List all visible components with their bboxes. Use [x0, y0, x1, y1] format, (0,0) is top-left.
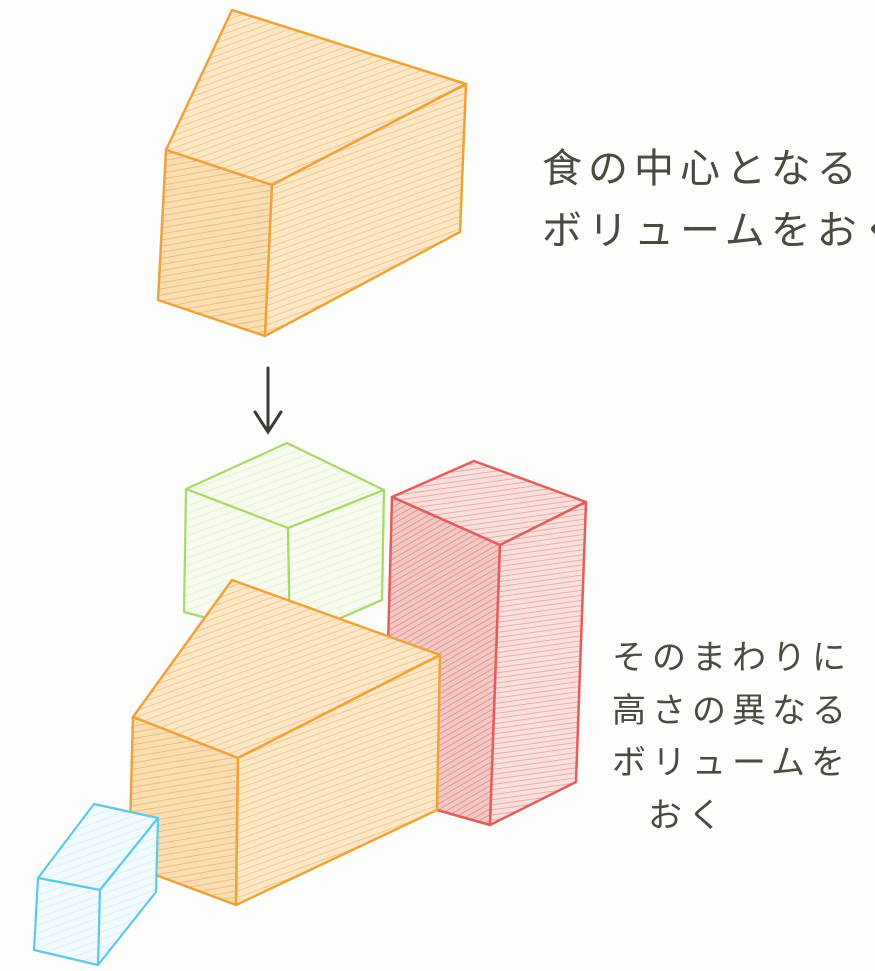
caption-bottom-line-4: おく [648, 796, 728, 837]
caption-bottom-line-3: ボリュームを [612, 743, 851, 784]
red-volume-right-face [488, 500, 588, 827]
red-volume [382, 459, 588, 827]
blue-volume-right-face [96, 816, 160, 967]
down-arrow-icon [253, 366, 283, 435]
central-volume-bottom-right-face [234, 653, 442, 907]
caption-bottom-line-2: 高さの異なる [612, 690, 852, 731]
blue-volume [32, 802, 160, 967]
central-volume-right-face [263, 82, 468, 338]
blue-volume-left-face [32, 876, 102, 967]
caption-top-line-2: ボリュームをおく [542, 208, 875, 254]
caption-top-line-1: 食の中心となる [542, 146, 863, 192]
caption-top: 食の中心となる ボリュームをおく [542, 138, 875, 262]
caption-bottom: そのまわりに 高さの異なる ボリュームを おく [612, 632, 852, 843]
central-volume-top [156, 8, 468, 338]
caption-bottom-line-1: そのまわりに [612, 638, 852, 678]
